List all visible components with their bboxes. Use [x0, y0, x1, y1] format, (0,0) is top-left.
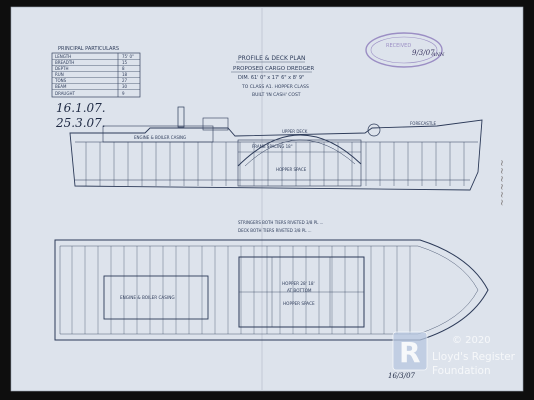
table-row-label: TONS: [54, 78, 67, 83]
watermark-logo-r: R: [399, 336, 421, 369]
profile-label-hopper-space: HOPPER SPACE: [276, 167, 307, 172]
deck-label-engine: ENGINE & BOILER CASING: [120, 295, 175, 300]
title-line: PROPOSED CARGO DREDGER: [233, 66, 314, 72]
title-line: PROFILE & DECK PLAN: [238, 55, 306, 62]
watermark-line-2: Foundation: [432, 365, 491, 377]
side-margin-handwriting: ⁓ ⁓ ⁓ ⁓ ⁓ ⁓: [498, 160, 505, 206]
table-row-value: 18: [122, 72, 128, 77]
profile-label-engine: ENGINE & BOILER CASING: [134, 135, 186, 140]
deck-plan: [54, 239, 489, 341]
watermark-line-1: Lloyd's Register: [432, 351, 516, 363]
table-row-label: LENGTH: [55, 54, 71, 59]
deck-label-hopper-2: AT BOTTOM: [287, 288, 312, 293]
stamp-text: RECEIVED: [386, 43, 411, 49]
table-row-value: 8: [122, 66, 125, 71]
date-handwritten-1: 16.1.07.: [56, 101, 106, 115]
table-row-label: BEAM: [55, 84, 67, 89]
profile-view: [69, 106, 483, 191]
title-line: TO CLASS A1. HOPPER CLASS: [241, 84, 309, 90]
table-row-value: 75' 0": [122, 54, 134, 59]
title-line: BUILT 'IN CASH' COST: [252, 92, 301, 98]
received-stamp: RECEIVED 9/3/07 ANN: [365, 32, 445, 68]
table-row-label: RUN: [55, 72, 64, 77]
construction-note-1: STRINGERS BOTH TIERS RIVETED 3/8 PL ...: [238, 220, 323, 225]
table-row-value: 27: [122, 78, 128, 83]
profile-label-forecastle: FORECASTLE: [410, 121, 436, 126]
table-row-value: 15: [122, 60, 128, 65]
deck-label-hopper-3: HOPPER SPACE: [283, 301, 315, 306]
watermark-year: © 2020: [452, 335, 491, 346]
signature: 16/3/07: [388, 372, 416, 380]
stamp-date: 9/3/07: [412, 49, 435, 57]
construction-note-2: DECK BOTH TIERS RIVETED 3/8 PL ...: [238, 228, 312, 233]
deck-label-hopper-1: HOPPER 28' 18': [282, 281, 315, 286]
title-line: DIM. 61' 0" x 17' 6" x 8' 9": [238, 75, 304, 81]
lloyds-watermark: R © 2020 Lloyd's Register Foundation: [392, 331, 516, 377]
table-title: PRINCIPAL PARTICULARS: [58, 46, 119, 52]
table-row-value: 30: [122, 84, 128, 89]
table-row-label: BREADTH: [55, 60, 74, 65]
profile-label-hopper-deck: UPPER DECK: [282, 129, 308, 134]
title-block: PROFILE & DECK PLAN PROPOSED CARGO DREDG…: [231, 55, 314, 98]
particulars-table: PRINCIPAL PARTICULARS LENGTH 75' 0" BREA…: [51, 46, 141, 98]
table-row-value: 9: [122, 91, 125, 96]
table-row-label: DEPTH: [55, 66, 68, 71]
table-row-label: DRAUGHT: [55, 91, 75, 96]
profile-label-frame-note: FRAME SPACING 18": [252, 144, 293, 149]
stamp-note: ANN: [431, 52, 445, 58]
date-handwritten-2: 25.3.07.: [55, 116, 106, 130]
